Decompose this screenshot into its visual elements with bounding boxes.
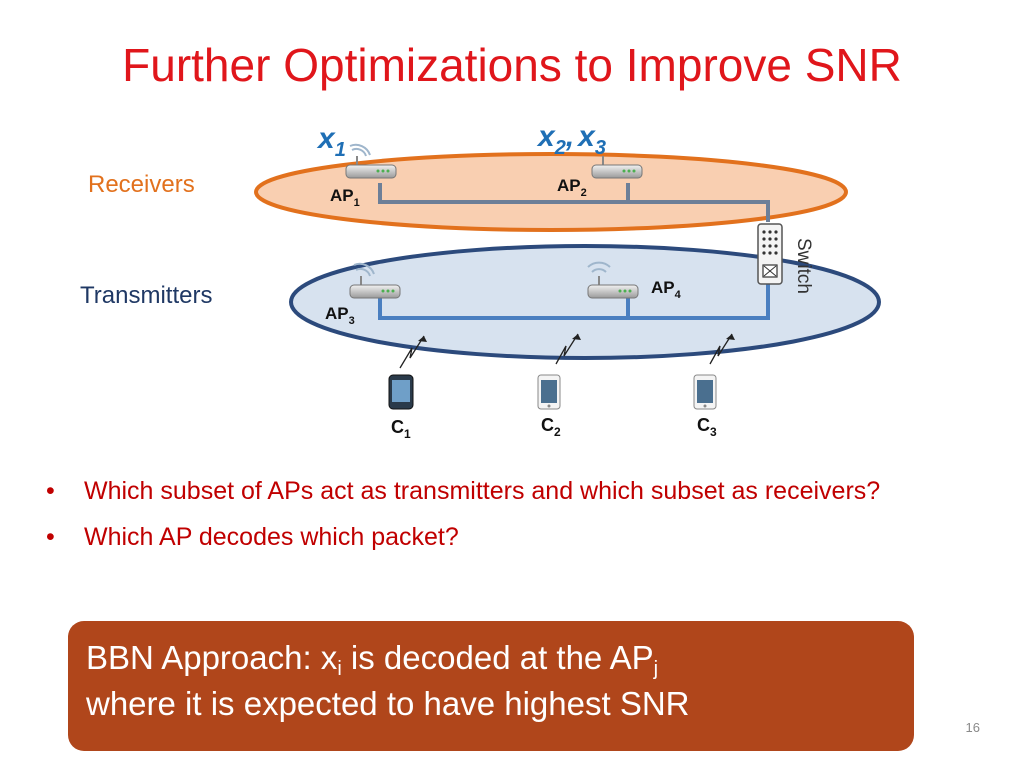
bullet-text: Which AP decodes which packet? — [84, 523, 459, 551]
wireless-link-c2 — [555, 333, 579, 365]
bullet-dot-icon: • — [46, 477, 55, 505]
ap1-label: AP1 — [330, 186, 360, 209]
receivers-wire — [378, 183, 770, 222]
ap4-router-icon — [587, 261, 639, 299]
c3-phone-icon — [693, 374, 717, 410]
bbn-approach-callout: BBN Approach: xi is decoded at the APj w… — [68, 621, 914, 751]
receivers-label: Receivers — [88, 171, 195, 198]
network-diagram: Switch AP1 AP2 AP3 AP4 x1 x2,x3 Receiver… — [80, 120, 881, 441]
switch-label: Switch — [793, 238, 814, 294]
c1-label: C1 — [391, 417, 411, 441]
bullet-item: • Which subset of APs act as transmitter… — [46, 472, 986, 510]
callout-line-1: BBN Approach: xi is decoded at the APj — [86, 639, 659, 680]
ap4-label: AP4 — [651, 278, 682, 301]
receivers-ellipse — [254, 152, 848, 232]
slide-number: 16 — [965, 720, 980, 735]
signal-x1-label: x1 — [316, 122, 346, 161]
ap3-label: AP3 — [325, 304, 355, 327]
ap3-router-icon — [349, 262, 401, 299]
transmitters-wire — [378, 284, 770, 320]
ap2-label: AP2 — [557, 176, 587, 199]
slide-title: Further Optimizations to Improve SNR — [122, 39, 902, 91]
c1-phone-icon — [388, 374, 414, 410]
transmitters-ellipse — [289, 244, 881, 360]
ap2-router-icon — [591, 156, 643, 179]
ap1-router-icon — [345, 143, 397, 179]
signal-x2-x3-label: x2,x3 — [536, 120, 606, 159]
bullet-text: Which subset of APs act as transmitters … — [84, 477, 881, 505]
c3-label: C3 — [697, 415, 717, 439]
callout-line-2: where it is expected to have highest SNR — [86, 685, 690, 722]
c2-phone-icon — [537, 374, 561, 410]
switch-icon — [757, 223, 783, 285]
transmitters-label: Transmitters — [80, 282, 212, 309]
wireless-link-c3 — [709, 333, 733, 365]
wireless-link-c1 — [399, 335, 425, 369]
bullet-item: • Which AP decodes which packet? — [46, 518, 986, 556]
bullet-dot-icon: • — [46, 523, 55, 551]
c2-label: C2 — [541, 415, 561, 439]
bullet-list: • Which subset of APs act as transmitter… — [46, 472, 986, 564]
